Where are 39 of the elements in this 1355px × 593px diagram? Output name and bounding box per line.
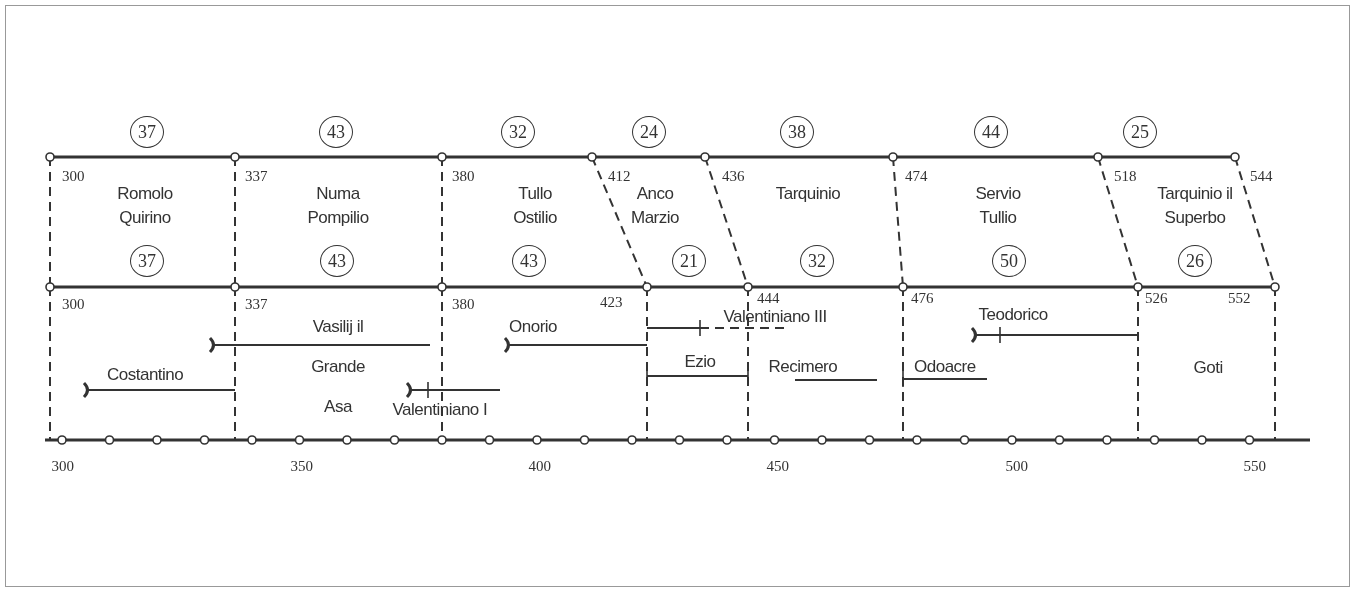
emperor-name: Costantino [107, 365, 184, 385]
axis-label: 300 [51, 458, 74, 475]
axis-label: 550 [1243, 458, 1266, 475]
emperor-name: Valentiniano I [392, 400, 488, 420]
year-label: 474 [905, 168, 928, 185]
axis-label: 500 [1005, 458, 1028, 475]
year-label: 544 [1250, 168, 1273, 185]
king-name: Numa Pompilio [306, 183, 370, 229]
king-name: Romolo Quirino [116, 183, 174, 229]
year-label: 518 [1114, 168, 1137, 185]
year-label: 423 [600, 294, 623, 311]
year-label: 380 [452, 296, 475, 313]
emperor-name: Onorio [509, 317, 558, 337]
emperor-name: Odoacre [914, 357, 976, 377]
year-label: 552 [1228, 290, 1251, 307]
year-label: 526 [1145, 290, 1168, 307]
king-name: Servio Tullio [974, 183, 1022, 229]
king-name: Tarquinio [774, 183, 842, 205]
king-name: Tarquinio il Superbo [1156, 183, 1234, 229]
year-label: 436 [722, 168, 745, 185]
year-label: 380 [452, 168, 475, 185]
emperor-name: Valentiniano III [723, 307, 827, 327]
king-name: Anco Marzio [630, 183, 680, 229]
year-label: 444 [757, 290, 780, 307]
year-label: 412 [608, 168, 631, 185]
emperor-name: Ezio [684, 352, 716, 372]
king-name: Tullo Ostilio [512, 183, 558, 229]
year-label: 476 [911, 290, 934, 307]
emperor-name: Recimero [768, 357, 838, 377]
axis-label: 400 [528, 458, 551, 475]
year-label: 337 [245, 296, 268, 313]
axis-label: 350 [290, 458, 313, 475]
emperor-name: Goti [1193, 358, 1223, 378]
year-label: 300 [62, 296, 85, 313]
year-label: 337 [245, 168, 268, 185]
axis-label: 450 [766, 458, 789, 475]
emperor-name: Vasilij il Grande Asa [310, 316, 366, 418]
year-label: 300 [62, 168, 85, 185]
emperor-name: Teodorico [978, 305, 1048, 325]
